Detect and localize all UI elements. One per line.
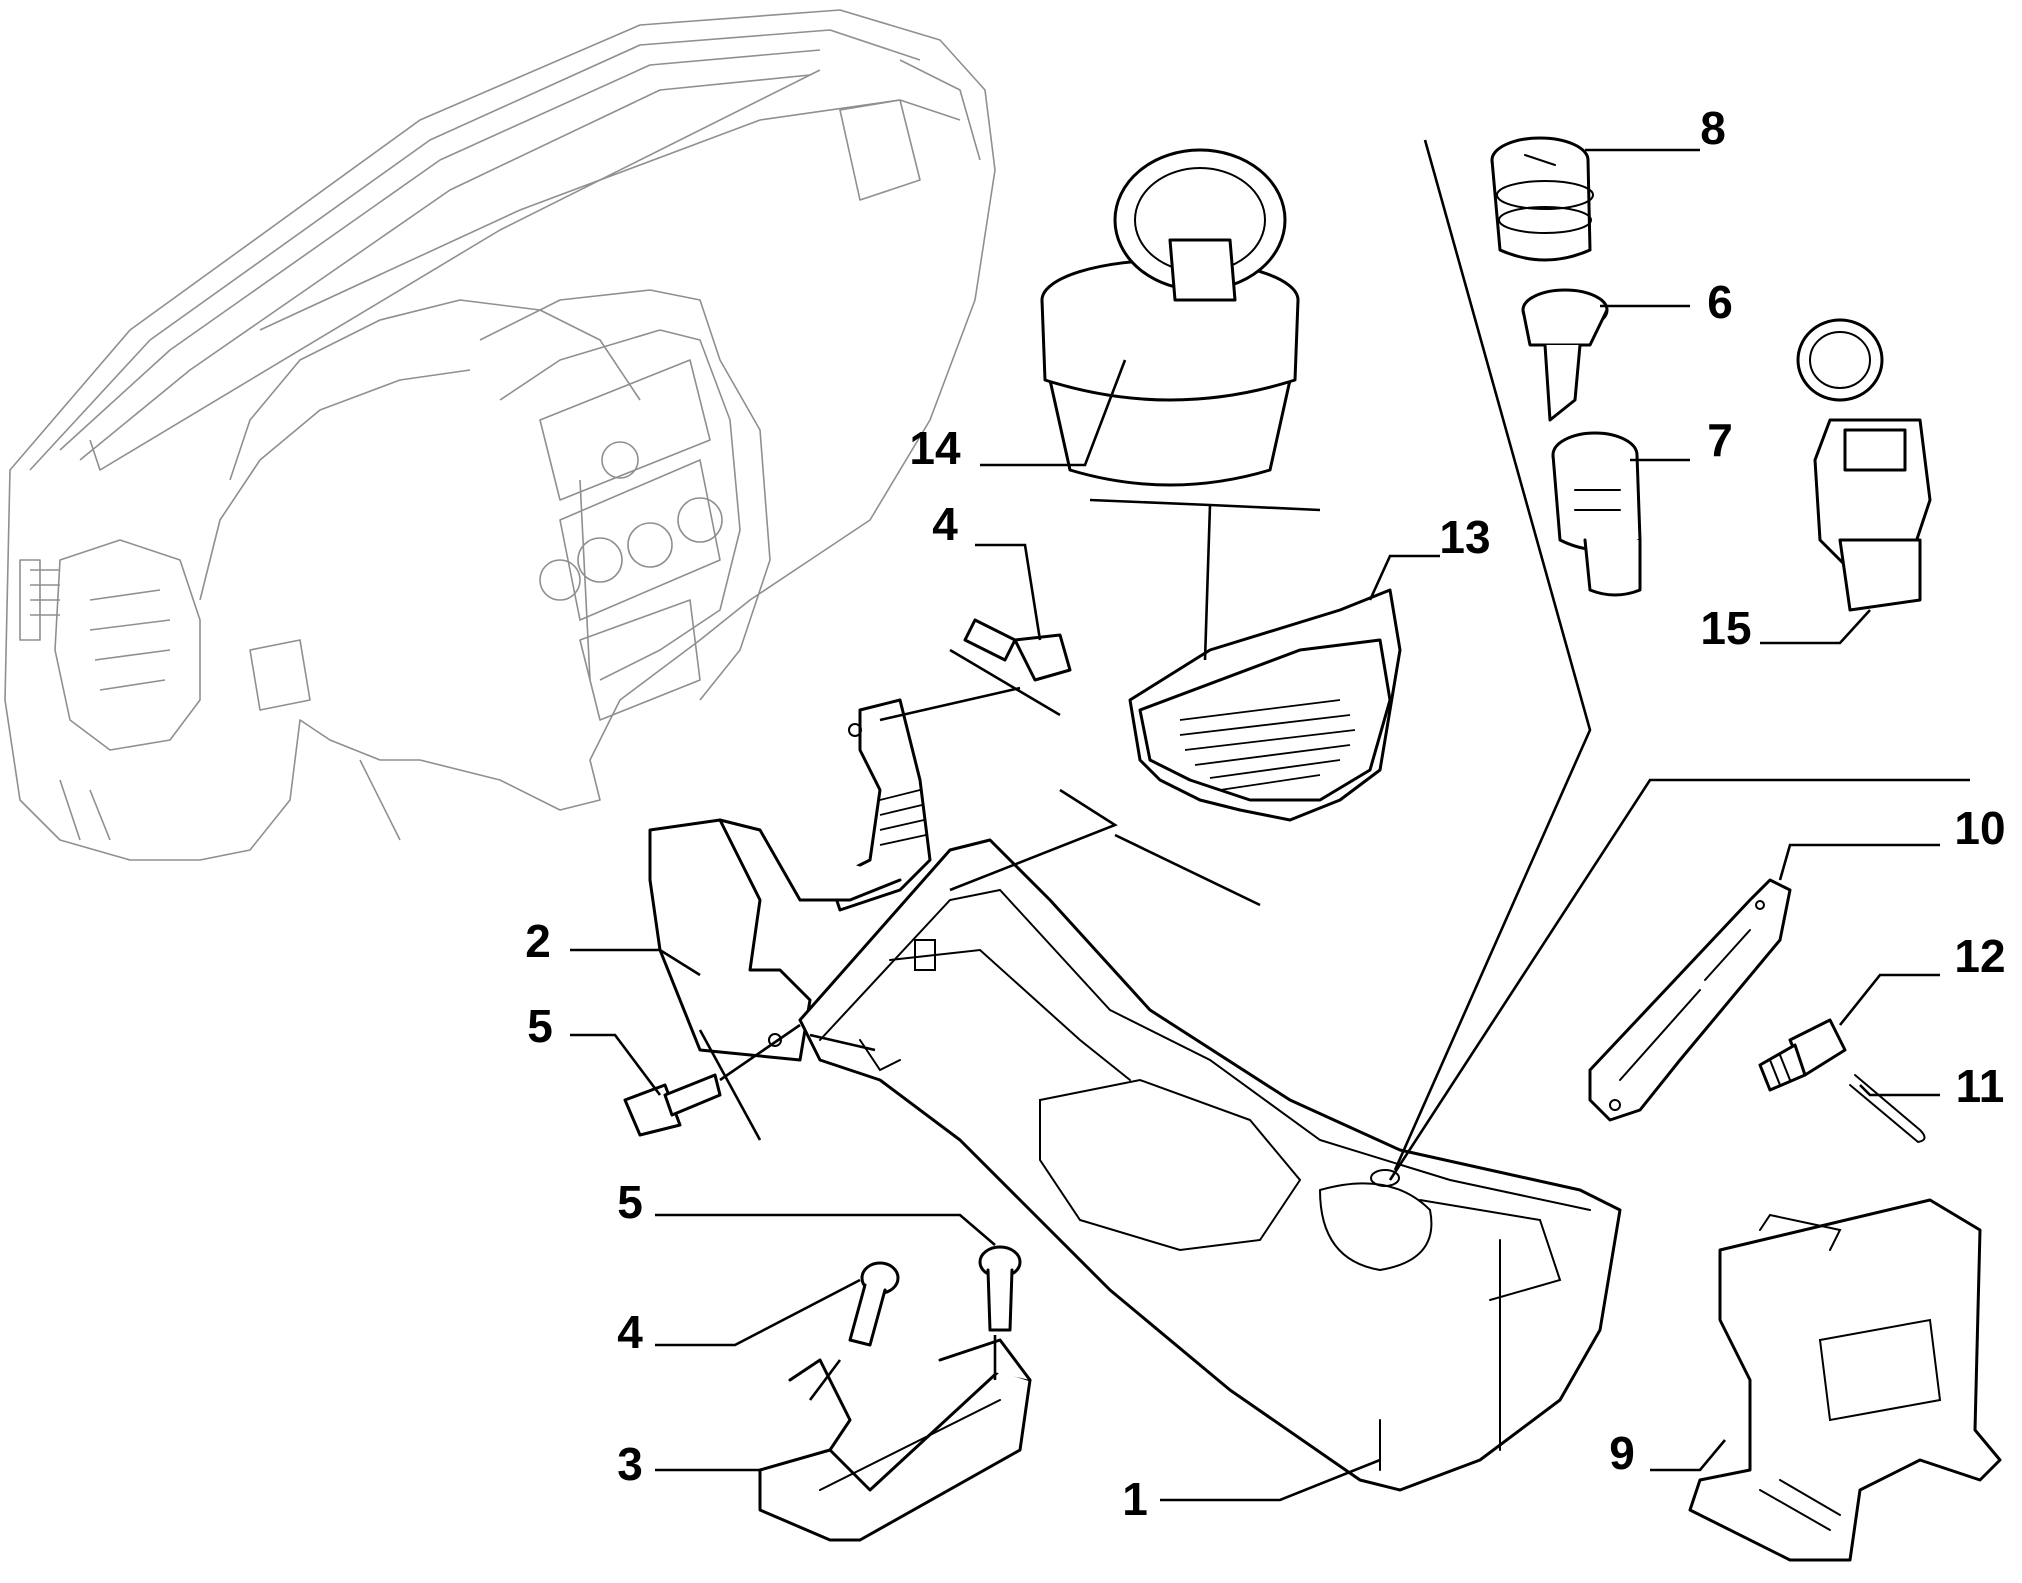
callout-5-lower: 5 — [617, 1176, 643, 1228]
callout-12: 12 — [1954, 930, 2005, 982]
callout-4-lower: 4 — [617, 1306, 643, 1358]
callout-6: 6 — [1707, 276, 1733, 328]
cup-holder-tray-part — [1128, 588, 1402, 822]
front-bracket-part — [648, 698, 932, 1062]
center-console-part — [798, 838, 1622, 1492]
bolt-part — [1758, 1018, 1847, 1092]
ashtray-cup-part — [1040, 148, 1300, 487]
lighter-ring-part — [1521, 288, 1609, 422]
callout-1: 1 — [1122, 1473, 1148, 1525]
callout-9: 9 — [1609, 1427, 1635, 1479]
callout-15: 15 — [1700, 602, 1751, 654]
callout-7: 7 — [1707, 414, 1733, 466]
callout-labels: 1 2 3 4 4 5 5 6 7 8 9 10 11 12 13 14 15 — [525, 102, 2005, 1525]
rear-bracket-part — [758, 1338, 1032, 1542]
callout-3: 3 — [617, 1438, 643, 1490]
callout-13: 13 — [1439, 511, 1490, 563]
lighter-socket-part — [1551, 431, 1642, 597]
power-outlet-part — [1796, 318, 1932, 612]
assembly-lines — [698, 139, 1970, 1401]
callout-4-upper: 4 — [932, 498, 958, 550]
callout-8: 8 — [1700, 102, 1726, 154]
bolt-upper-part — [963, 618, 1072, 682]
callout-5-left: 5 — [527, 1000, 553, 1052]
side-bracket-part — [1588, 878, 1792, 1122]
split-pin-part — [1849, 1074, 1926, 1144]
bolt-lower-5-part — [978, 1245, 1022, 1332]
callout-leaders — [570, 148, 1940, 1502]
callout-10: 10 — [1954, 802, 2005, 854]
bolt-left-part — [623, 1073, 722, 1137]
rear-support-part — [1688, 1198, 2002, 1562]
callout-2: 2 — [525, 915, 551, 967]
dashboard-background-drawing — [4, 9, 996, 861]
bolt-lower-part — [848, 1261, 900, 1347]
callout-14: 14 — [909, 422, 961, 474]
lighter-plug-part — [1490, 136, 1594, 262]
callout-11: 11 — [1956, 1060, 2005, 1112]
